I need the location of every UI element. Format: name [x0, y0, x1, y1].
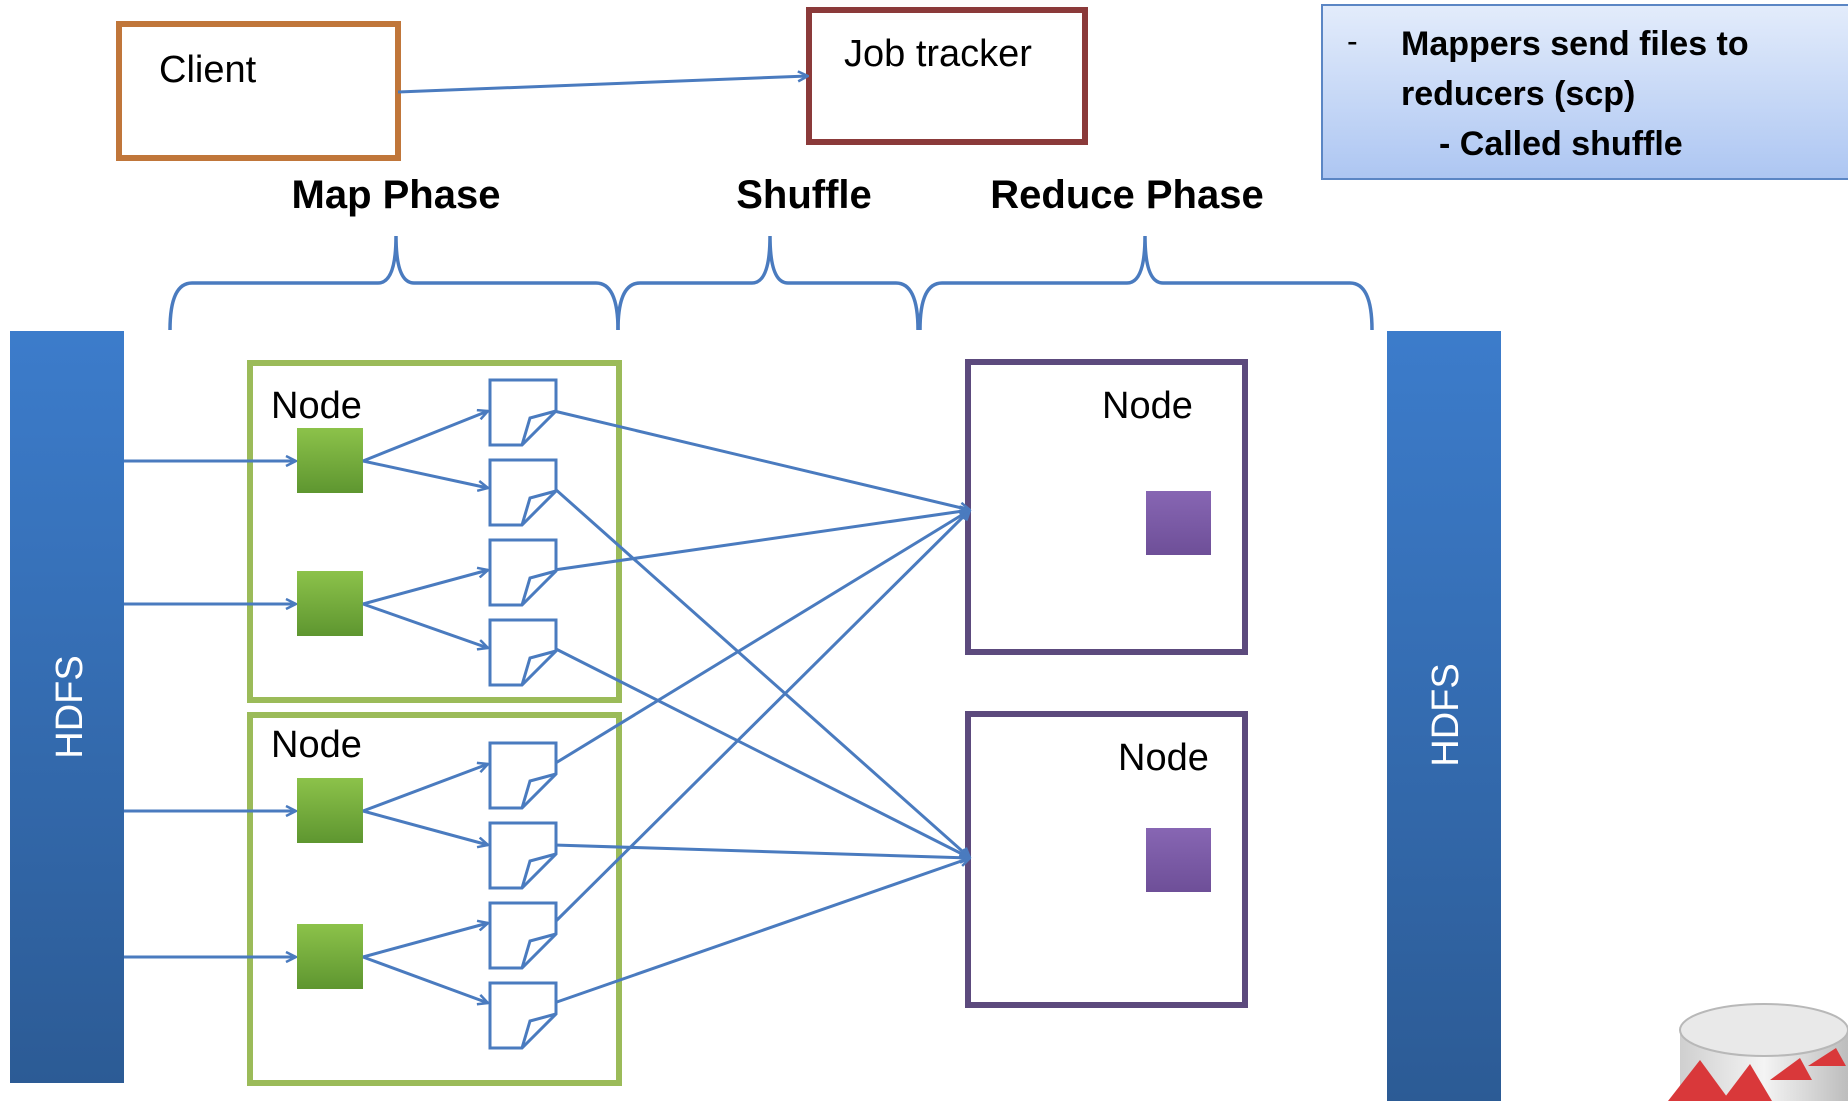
map-phase-label: Map Phase — [292, 173, 501, 217]
callout-line-2: reducers (scp) — [1401, 75, 1635, 113]
file-icon-1 — [488, 378, 558, 447]
map-node-2-label: Node — [271, 724, 362, 766]
shuffle-arrows — [552, 409, 970, 1005]
shuffle-label: Shuffle — [736, 173, 872, 217]
reduce-node-1: Node — [965, 359, 1248, 655]
callout-bullet: - — [1347, 23, 1358, 59]
mapper-to-file-arrows — [362, 411, 488, 1003]
reduce-phase-label: Reduce Phase — [990, 173, 1263, 217]
job-tracker-label: Job tracker — [844, 33, 1032, 75]
mappers — [297, 428, 363, 989]
reduce-phase-brace — [918, 235, 1374, 331]
reduce-node-1-label: Node — [1102, 385, 1193, 427]
file-icon-2 — [488, 458, 558, 527]
hdfs-input-arrows — [124, 461, 296, 957]
intermediate-files — [488, 378, 558, 1050]
mapper-2 — [297, 571, 363, 636]
hdfs-right: HDFS — [1387, 331, 1501, 1101]
shuffle-brace — [616, 235, 920, 331]
file-icon-8 — [488, 981, 558, 1050]
callout-line-3: - Called shuffle — [1439, 125, 1683, 163]
client-label: Client — [159, 49, 257, 91]
hdfs-left-label: HDFS — [49, 655, 91, 758]
callout-line-1: Mappers send files to — [1401, 25, 1749, 63]
reducer-1 — [1146, 491, 1211, 555]
map-phase-brace — [168, 235, 620, 331]
file-icon-5 — [488, 741, 558, 810]
client-box: Client — [116, 21, 401, 161]
mapper-4 — [297, 924, 363, 989]
file-icon-4 — [488, 618, 558, 687]
hdfs-right-label: HDFS — [1425, 663, 1467, 766]
reduce-node-2: Node — [965, 711, 1248, 1008]
phase-braces — [168, 235, 1374, 331]
hdfs-left: HDFS — [10, 331, 124, 1083]
file-icon-6 — [488, 821, 558, 890]
reducer-2 — [1146, 828, 1211, 892]
file-icon-3 — [488, 538, 558, 607]
shuffle-callout: - Mappers send files to reducers (scp) -… — [1321, 4, 1848, 180]
map-node-1-label: Node — [271, 385, 362, 427]
reduce-node-2-label: Node — [1118, 737, 1209, 779]
map-node-2: Node — [247, 712, 622, 1086]
job-tracker-box: Job tracker — [806, 7, 1088, 145]
database-logo — [1668, 1003, 1848, 1101]
file-icon-7 — [488, 901, 558, 970]
client-to-jobtracker-arrow — [397, 76, 808, 94]
mapper-3 — [297, 778, 363, 843]
mapper-1 — [297, 428, 363, 493]
